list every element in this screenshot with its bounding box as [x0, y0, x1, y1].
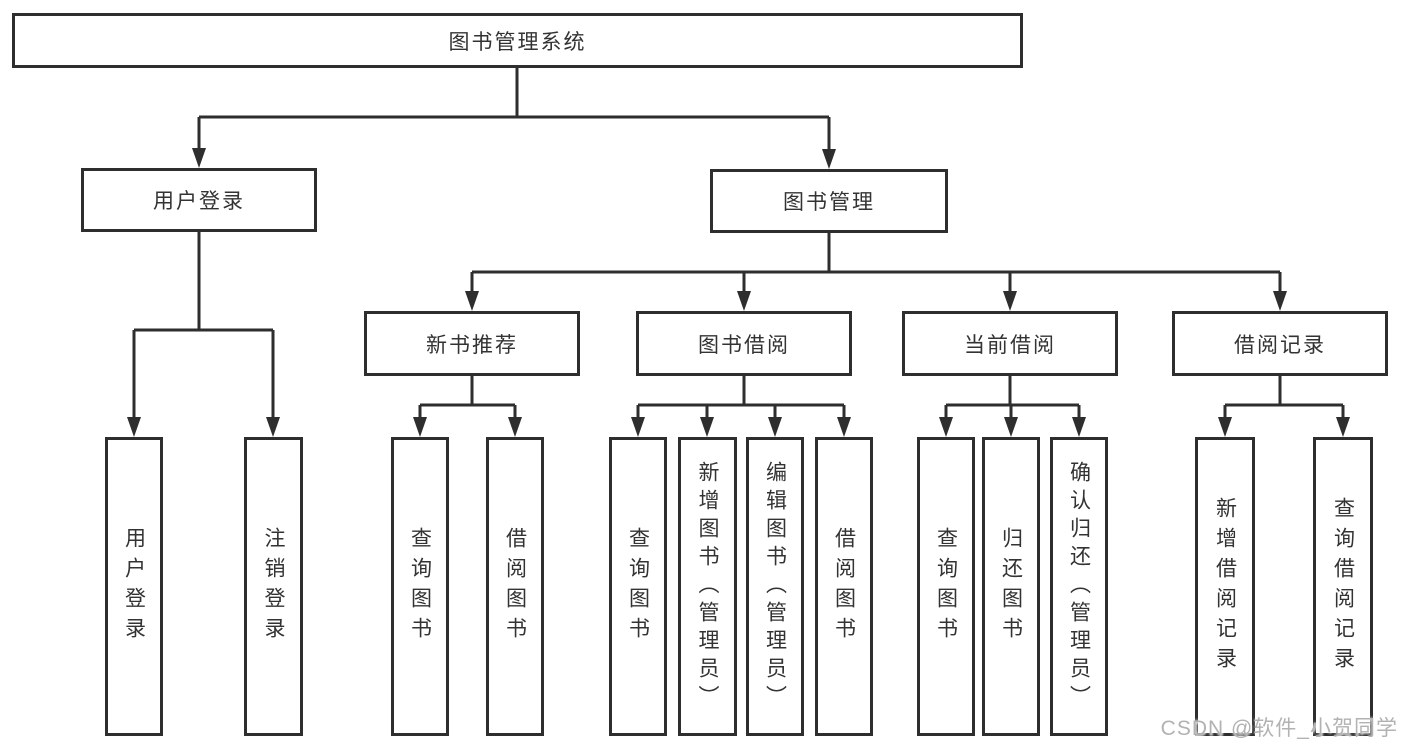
node-cb-query: 查询图书: [917, 437, 975, 736]
node-cb-confirm-label: 确认归还（管理员）: [1067, 460, 1091, 713]
node-bb-edit: 编辑图书（管理员）: [746, 437, 804, 736]
node-book-mgmt-label: 图书管理: [783, 191, 875, 214]
node-cb-confirm: 确认归还（管理员）: [1050, 437, 1108, 736]
node-root: 图书管理系统: [12, 13, 1023, 68]
node-br-query-label: 查询借阅记录: [1331, 496, 1355, 677]
arrowhead: [822, 149, 836, 169]
arrowhead: [508, 417, 522, 437]
node-current-borrow-label: 当前借阅: [964, 333, 1056, 357]
arrowhead: [1273, 291, 1287, 311]
node-cb-query-label: 查询图书: [934, 526, 958, 647]
arrowhead: [737, 291, 751, 311]
node-current-borrow: 当前借阅: [902, 311, 1118, 376]
node-bb-add: 新增图书（管理员）: [678, 437, 737, 736]
node-logout-item: 注销登录: [244, 437, 303, 736]
node-new-book-rec: 新书推荐: [364, 311, 580, 376]
connector-user-login-to-children: [132, 232, 275, 422]
arrowhead: [192, 148, 206, 168]
arrowhead: [1004, 417, 1018, 437]
node-cb-return-label: 归还图书: [999, 526, 1023, 647]
arrowhead: [700, 417, 714, 437]
node-rec-borrow-label: 借阅图书: [503, 526, 527, 647]
arrowhead: [631, 417, 645, 437]
node-borrow-record: 借阅记录: [1172, 311, 1388, 376]
node-bb-edit-label: 编辑图书（管理员）: [763, 460, 787, 713]
node-br-add-label: 新增借阅记录: [1213, 496, 1237, 677]
node-bb-borrow: 借阅图书: [815, 437, 873, 736]
node-login-item: 用户登录: [105, 437, 163, 736]
node-rec-query: 查询图书: [391, 437, 449, 736]
node-user-login: 用户登录: [81, 168, 317, 232]
node-bb-query-label: 查询图书: [626, 526, 650, 647]
arrowhead: [939, 417, 953, 437]
node-user-login-label: 用户登录: [153, 190, 245, 213]
node-new-book-rec-label: 新书推荐: [426, 333, 518, 357]
connector-borrow-record-to-children: [1223, 376, 1345, 422]
node-book-borrow: 图书借阅: [636, 311, 852, 376]
arrowhead: [837, 417, 851, 437]
node-bb-query: 查询图书: [609, 437, 667, 736]
arrowhead: [1336, 417, 1350, 437]
connector-current-borrow-to-children: [944, 376, 1081, 422]
connector-new-book-rec-to-children: [418, 376, 517, 422]
connector-book-borrow-to-children: [636, 376, 846, 422]
node-book-borrow-label: 图书借阅: [698, 333, 790, 357]
node-bb-add-label: 新增图书（管理员）: [696, 460, 719, 713]
arrowhead: [1218, 417, 1232, 437]
node-book-mgmt: 图书管理: [710, 169, 948, 233]
node-login-item-label: 用户登录: [122, 526, 146, 647]
arrowhead: [413, 417, 427, 437]
arrowhead: [768, 417, 782, 437]
node-rec-borrow: 借阅图书: [486, 437, 544, 736]
node-root-label: 图书管理系统: [448, 30, 587, 54]
arrowhead: [266, 417, 280, 437]
node-cb-return: 归还图书: [982, 437, 1040, 736]
node-logout-item-label: 注销登录: [262, 526, 285, 647]
arrowhead: [1072, 417, 1086, 437]
connector-book-mgmt-to-level3: [470, 233, 1282, 296]
arrowhead: [127, 417, 141, 437]
connector-root-to-level2: [197, 68, 831, 154]
watermark: CSDN @软件_小贺同学: [1160, 717, 1398, 740]
node-rec-query-label: 查询图书: [408, 526, 432, 647]
node-bb-borrow-label: 借阅图书: [832, 526, 856, 647]
arrowhead: [465, 291, 479, 311]
node-borrow-record-label: 借阅记录: [1234, 333, 1326, 357]
arrowhead: [1003, 291, 1017, 311]
node-br-query: 查询借阅记录: [1313, 437, 1373, 736]
node-br-add: 新增借阅记录: [1195, 437, 1255, 736]
